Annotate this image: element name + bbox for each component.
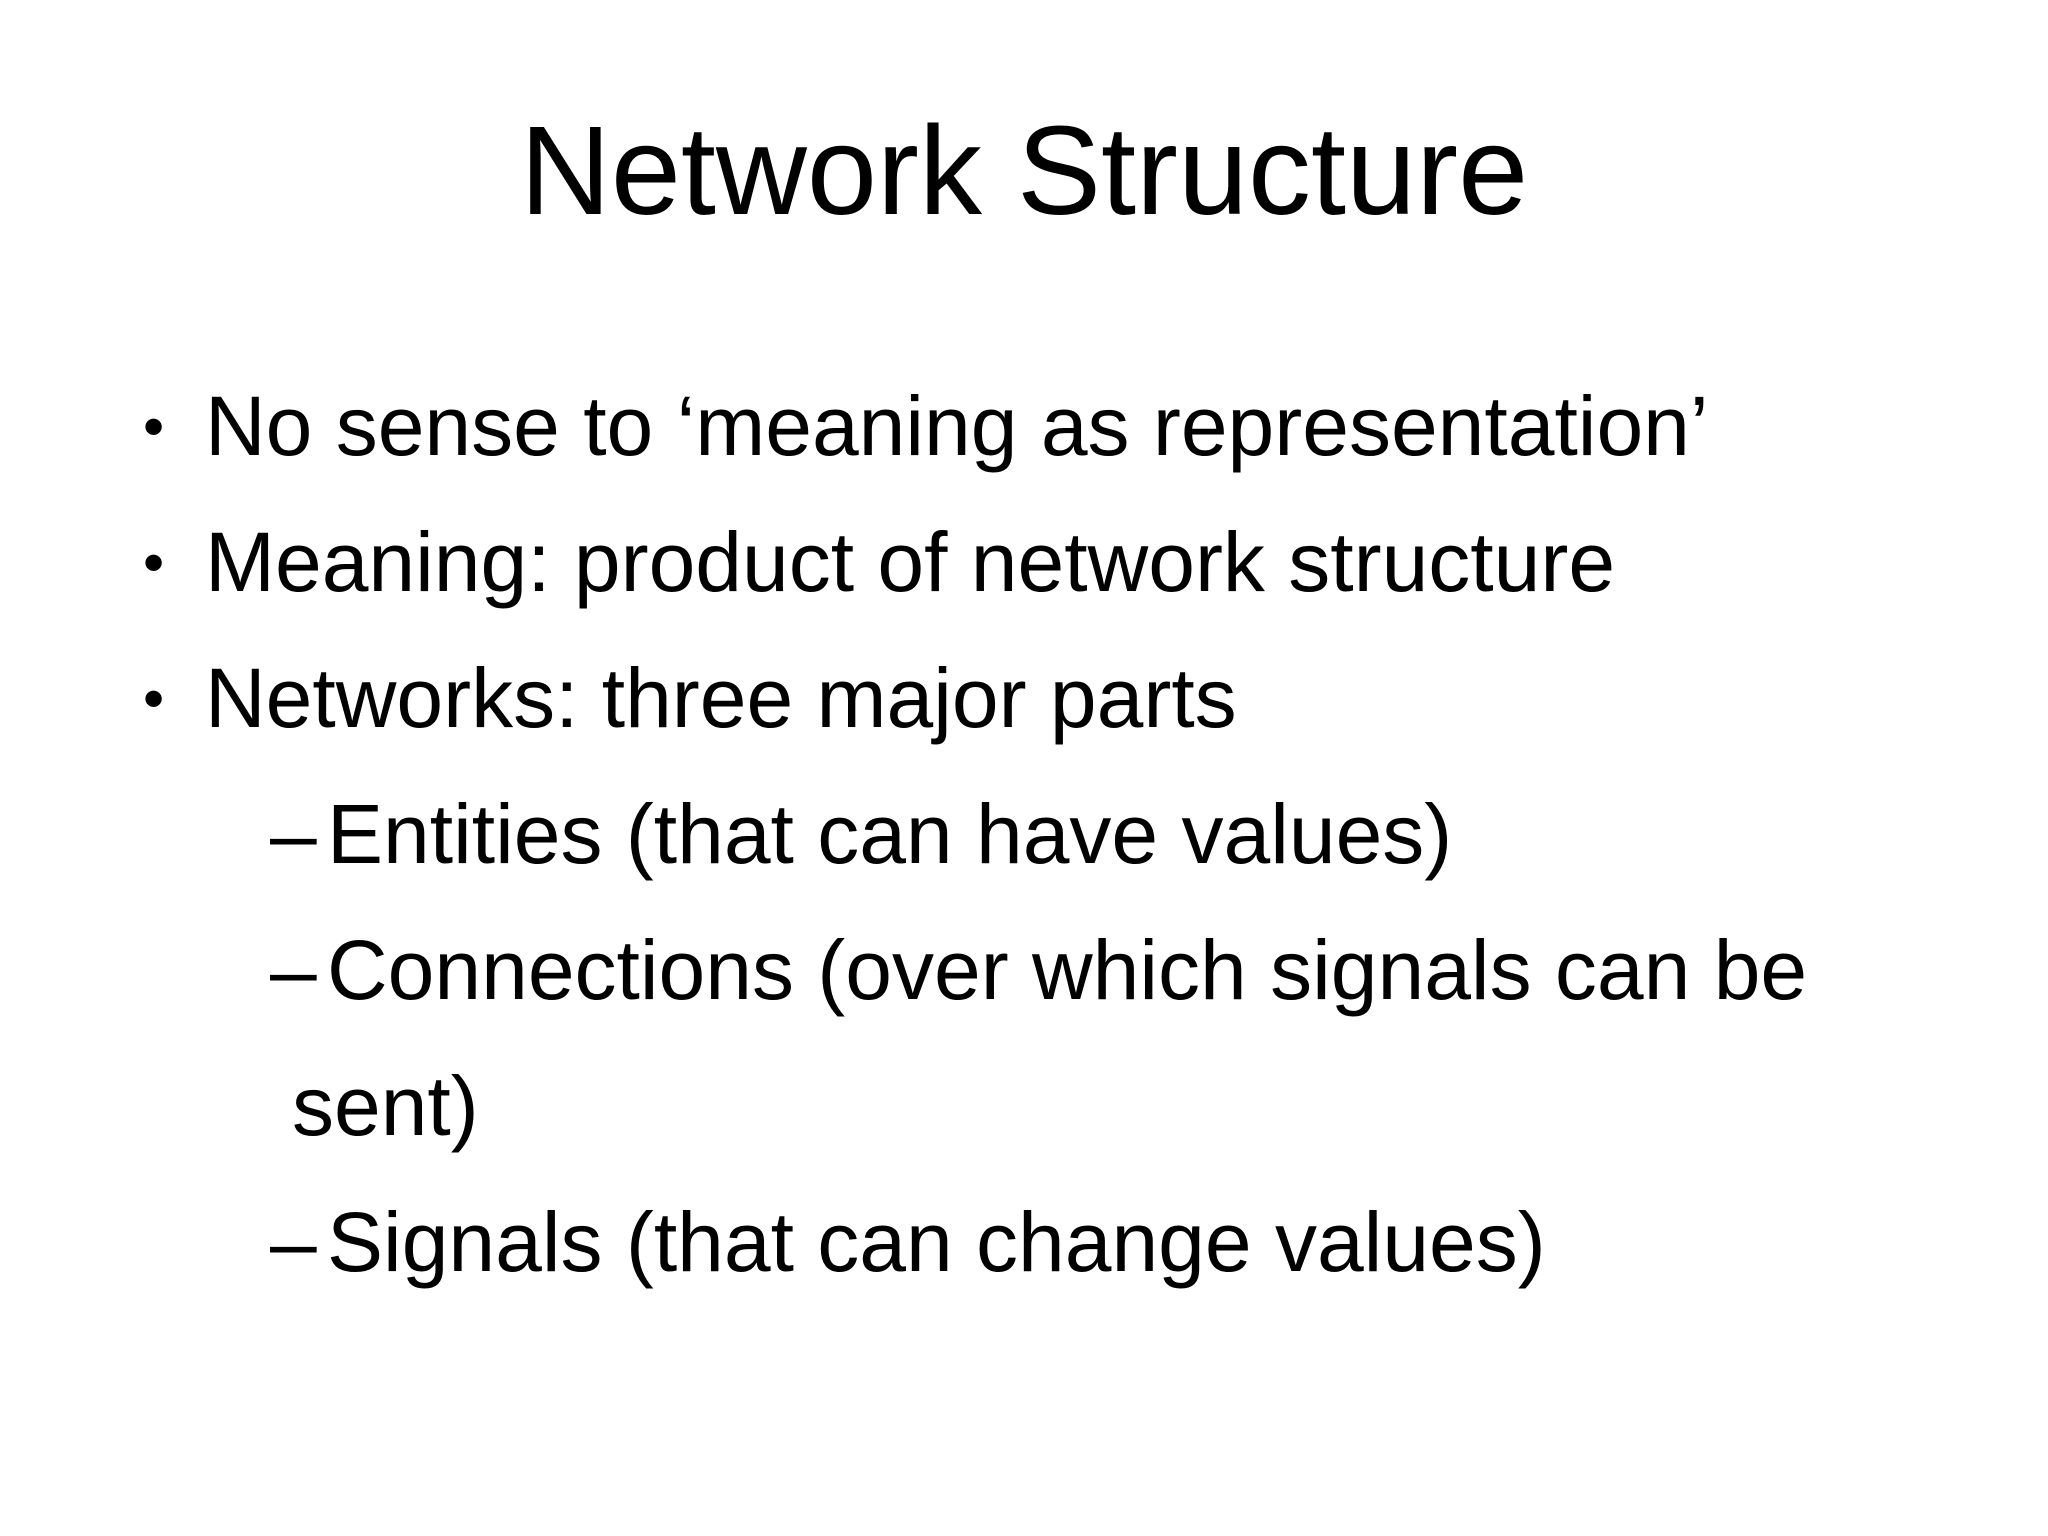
bullet-text: Connections (over which signals can be s… [292,923,1808,1153]
bullet-item: • Networks: three major parts [135,630,1935,766]
bullet-item: –Connections (over which signals can be … [135,902,1935,1174]
bullet-dot-marker: • [143,392,165,460]
bullet-item: –Entities (that can have values) [135,766,1935,902]
dash-marker: – [270,923,317,1017]
bullet-item: • No sense to ‘meaning as representation’ [135,358,1935,494]
bullet-dot-marker: • [143,528,165,596]
bullet-item: • Meaning: product of network structure [135,494,1935,630]
bullet-item: –Signals (that can change values) [135,1174,1935,1310]
dash-marker: – [270,787,317,881]
bullet-text: Signals (that can change values) [327,1195,1546,1289]
bullet-text: Entities (that can have values) [327,787,1453,881]
bullet-text: Networks: three major parts [205,651,1237,745]
slide-title: Network Structure [519,100,1529,241]
bullet-list: • No sense to ‘meaning as representation’… [135,358,1935,1310]
bullet-dot-marker: • [143,664,165,732]
dash-marker: – [270,1195,317,1289]
bullet-text: No sense to ‘meaning as representation’ [205,379,1709,473]
bullet-text: Meaning: product of network structure [205,515,1616,609]
